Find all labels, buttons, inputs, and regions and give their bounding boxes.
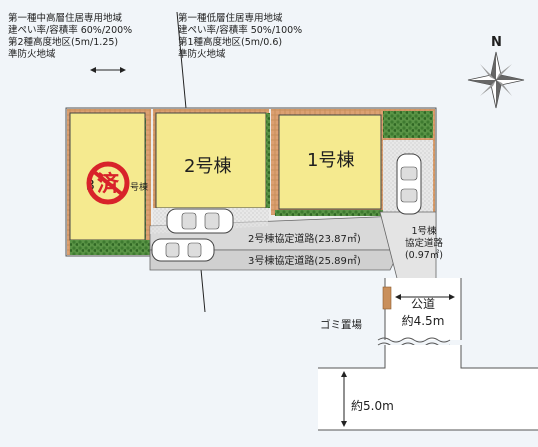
zoning-right: 第一種低層住居専用地域 建ぺい率/容積率 50%/100% 第1種高度地区(5m…: [178, 12, 302, 60]
lower-road: 約5.0m: [318, 345, 538, 431]
garbage-area-marker: [382, 286, 392, 310]
zoning-left-line-4: 準防火地域: [8, 48, 56, 60]
sold-stamp-label: 済: [97, 171, 120, 197]
lot-2-house: [155, 112, 267, 209]
public-road-label: 公道: [411, 297, 435, 311]
car-icon: [151, 238, 215, 262]
road-1-label-line-2: 協定道路: [405, 237, 444, 249]
zoning-left-line-1: 第一種中高層住居専用地域: [8, 12, 123, 24]
road-2-label: 2号棟協定道路(23.87㎡): [248, 232, 361, 245]
car-icon: [166, 208, 234, 234]
lot-1-house: [278, 114, 382, 210]
road-1-label-line-1: 1号棟: [411, 225, 437, 237]
sold-stamp-icon: [86, 161, 130, 205]
north-label: N: [491, 35, 502, 50]
zoning-left: 第一種中高層住居専用地域 建ぺい率/容積率 60%/200% 第2種高度地区(5…: [8, 12, 132, 60]
lot-3[interactable]: [67, 109, 151, 255]
zoning-right-line-3: 第1種高度地区(5m/0.6): [178, 36, 282, 48]
lot-1-label: 1号棟: [307, 150, 354, 171]
road-1-label-line-3: (0.97㎡): [405, 250, 443, 261]
lot-3-label: 3 済 号棟: [86, 161, 148, 205]
road-3-label: 3号棟協定道路(25.89㎡): [248, 254, 361, 267]
public-road: 公道 約4.5m: [384, 278, 462, 340]
zoning-right-line-2: 建ぺい率/容積率 50%/100%: [178, 24, 302, 36]
zoning-left-line-2: 建ぺい率/容積率 60%/200%: [8, 24, 132, 36]
lot-2-label: 2号棟: [184, 156, 231, 177]
zoning-left-line-3: 第2種高度地区(5m/1.25): [8, 36, 118, 48]
car-icon: [396, 153, 422, 215]
zoning-right-line-1: 第一種低層住居専用地域: [178, 12, 283, 24]
garbage-area-label: ゴミ置場: [320, 318, 362, 331]
zoning-right-line-4: 準防火地域: [178, 48, 226, 60]
site: [65, 107, 437, 291]
public-road-width: 約4.5m: [402, 313, 445, 328]
lot-3-suffix: 号棟: [130, 181, 148, 193]
zone-arrow: [90, 67, 126, 73]
compass-rose-icon: N: [467, 35, 525, 109]
lot-3-house: [69, 112, 146, 241]
lower-road-width: 約5.0m: [351, 398, 394, 413]
